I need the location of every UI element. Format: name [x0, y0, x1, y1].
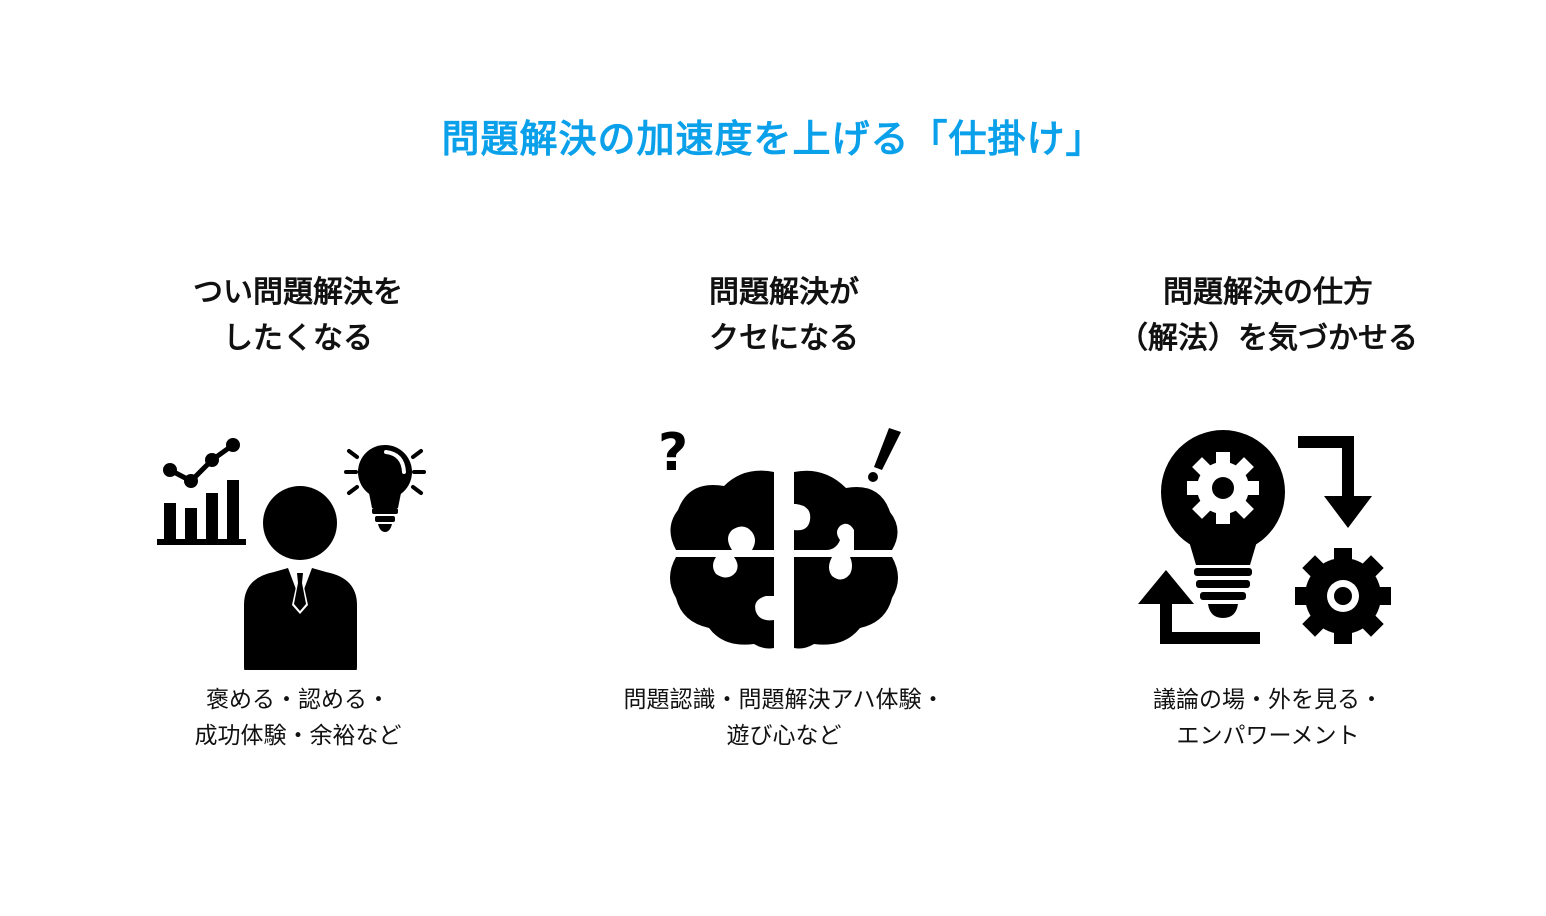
- desc-line: 遊び心など: [726, 723, 842, 749]
- column-heading: つい問題解決を したくなる: [78, 270, 518, 362]
- brain-puzzle-icon: ?: [564, 400, 1004, 670]
- desc-line: エンパワーメント: [1176, 723, 1360, 749]
- heading-line: 問題解決の仕方: [1163, 275, 1373, 310]
- column-description: 問題認識・問題解決アハ体験・ 遊び心など: [564, 682, 1004, 754]
- desc-line: 議論の場・外を見る・: [1153, 687, 1383, 713]
- businessman-chart-lightbulb-icon: [78, 400, 518, 670]
- heading-line: つい問題解決を: [193, 275, 403, 310]
- column-heading: 問題解決の仕方 （解法）を気づかせる: [1048, 270, 1488, 362]
- lightbulb-gear-cycle-icon: [1048, 400, 1488, 670]
- desc-line: 成功体験・余裕など: [194, 723, 402, 749]
- desc-line: 問題認識・問題解決アハ体験・: [623, 687, 945, 713]
- svg-text:?: ?: [658, 423, 688, 483]
- column-description: 褒める・認める・ 成功体験・余裕など: [78, 682, 518, 754]
- heading-line: したくなる: [223, 321, 373, 356]
- heading-line: 問題解決が: [709, 275, 859, 310]
- heading-line: （解法）を気づかせる: [1118, 321, 1418, 356]
- column-heading: 問題解決が クセになる: [564, 270, 1004, 362]
- desc-line: 褒める・認める・: [206, 687, 390, 713]
- column-1: つい問題解決を したくなる: [78, 270, 518, 754]
- heading-line: クセになる: [709, 321, 859, 356]
- column-2: 問題解決が クセになる ? 問題認識・問題解決アハ体験・ 遊び心など: [564, 270, 1004, 754]
- column-description: 議論の場・外を見る・ エンパワーメント: [1048, 682, 1488, 754]
- page-title: 問題解決の加速度を上げる「仕掛け」: [441, 117, 1105, 161]
- column-3: 問題解決の仕方 （解法）を気づかせる: [1048, 270, 1488, 754]
